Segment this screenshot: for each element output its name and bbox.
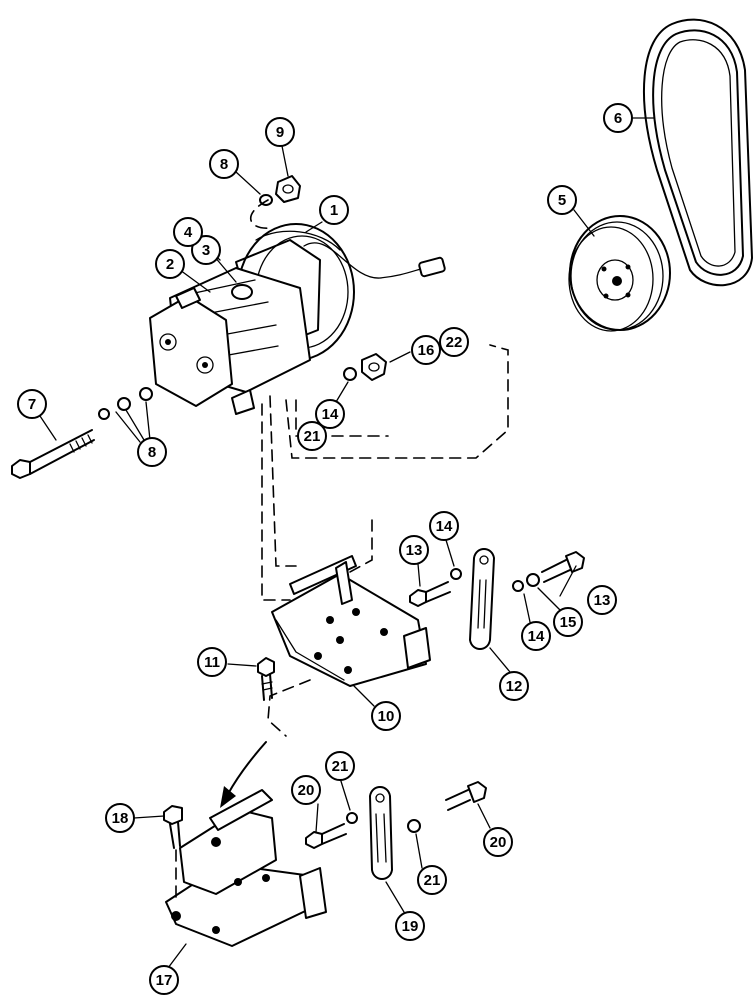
pulley	[568, 215, 671, 332]
callout-20-right: 20	[483, 827, 513, 857]
svg-text:19: 19	[402, 918, 419, 935]
callout-3: 3	[191, 235, 221, 265]
svg-text:4: 4	[184, 224, 193, 241]
callout-4: 4	[173, 217, 203, 247]
callout-14-compressor: 14	[315, 399, 345, 429]
callout-18: 18	[105, 803, 135, 833]
upper-bracket	[271, 555, 431, 687]
callout-13-left: 13	[399, 535, 429, 565]
svg-text:1: 1	[330, 202, 338, 219]
spacer-hardware	[343, 353, 387, 381]
svg-text:2: 2	[166, 256, 174, 273]
svg-text:21: 21	[424, 872, 441, 889]
svg-text:13: 13	[594, 592, 611, 609]
svg-text:15: 15	[560, 614, 577, 631]
callout-8-top: 8	[209, 149, 239, 179]
svg-text:21: 21	[304, 428, 321, 445]
callout-12: 12	[499, 671, 529, 701]
adjuster-strap-upper	[409, 548, 585, 650]
leader-lines	[39, 117, 655, 969]
callout-19: 19	[395, 911, 425, 941]
svg-text:17: 17	[156, 972, 173, 989]
svg-text:6: 6	[614, 110, 622, 127]
svg-text:14: 14	[436, 518, 453, 535]
svg-text:5: 5	[558, 192, 566, 209]
bolt-18	[163, 805, 183, 905]
svg-text:9: 9	[276, 124, 284, 141]
svg-text:8: 8	[220, 156, 228, 173]
callout-15: 15	[553, 607, 583, 637]
callout-13-right: 13	[587, 585, 617, 615]
callout-20-left: 20	[291, 775, 321, 805]
compressor	[149, 223, 446, 415]
alignment-lines	[249, 199, 509, 737]
bolt-11	[257, 657, 275, 701]
adjuster-strap-lower	[305, 781, 487, 880]
callout-22: 22	[439, 327, 469, 357]
callout-2: 2	[155, 249, 185, 279]
callout-7: 7	[17, 389, 47, 419]
svg-text:16: 16	[418, 342, 435, 359]
svg-text:10: 10	[378, 708, 395, 725]
direction-arrow	[220, 741, 267, 808]
svg-text:7: 7	[28, 396, 36, 413]
callout-8-bolt: 8	[137, 437, 167, 467]
callout-1: 1	[319, 195, 349, 225]
callout-16: 16	[411, 335, 441, 365]
callout-9: 9	[265, 117, 295, 147]
svg-text:22: 22	[446, 334, 463, 351]
svg-text:18: 18	[112, 810, 129, 827]
svg-text:12: 12	[506, 678, 523, 695]
svg-text:21: 21	[332, 758, 349, 775]
svg-text:13: 13	[406, 542, 423, 559]
callout-21-compressor: 21	[297, 421, 327, 451]
lower-bracket	[165, 789, 327, 947]
callout-6: 6	[603, 103, 633, 133]
callout-5: 5	[547, 185, 577, 215]
callout-17: 17	[149, 965, 179, 995]
svg-text:14: 14	[528, 628, 545, 645]
svg-text:3: 3	[202, 242, 210, 259]
svg-text:8: 8	[148, 444, 156, 461]
drive-belt	[643, 18, 753, 287]
svg-text:11: 11	[204, 654, 220, 671]
callout-10: 10	[371, 701, 401, 731]
callout-14-upper: 14	[429, 511, 459, 541]
callout-21-lower-left: 21	[325, 751, 355, 781]
svg-text:14: 14	[322, 406, 339, 423]
long-bolt	[11, 387, 153, 479]
callout-14-right: 14	[521, 621, 551, 651]
svg-text:20: 20	[490, 834, 507, 851]
svg-text:20: 20	[298, 782, 315, 799]
callout-21-lower-right: 21	[417, 865, 447, 895]
callout-11: 11	[197, 647, 227, 677]
